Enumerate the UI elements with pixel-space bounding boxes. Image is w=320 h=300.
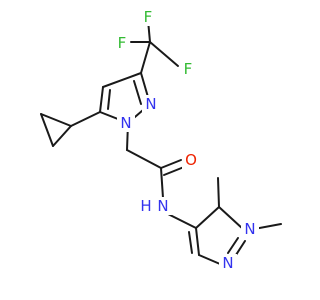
atom-fluorine-top: F [140, 8, 156, 26]
atom-label-n2: N [145, 95, 156, 113]
bond-ch2-carbonyl [126, 149, 162, 169]
bond-ring-cyclopropyl [70, 111, 101, 127]
bond-cyclopropyl-a [40, 113, 72, 127]
atom-label-nh: N [157, 197, 168, 215]
atom-label-f-left: F [118, 34, 127, 52]
atom-nitrogen-n3: N [241, 220, 259, 238]
atom-label-f-right: F [184, 60, 193, 78]
bond-cyclopropyl-b [52, 125, 72, 147]
bond-lower-c3-n2 [198, 254, 221, 265]
atom-amide-nitrogen: N [154, 197, 172, 215]
bond-lower-c4-c3-double [188, 231, 193, 254]
atom-label-o: O [185, 151, 197, 169]
bond-pyrazole-c3-c4 [102, 72, 142, 88]
atom-label-n3: N [244, 220, 255, 238]
bond-lower-c4-c5 [195, 206, 220, 229]
bond-carbonyl-o [160, 159, 182, 169]
bond-c5-methyl [217, 177, 220, 208]
atom-amide-hydrogen: H [138, 197, 154, 215]
bond-cyclopropyl-c [40, 113, 54, 147]
atom-label-n4: N [222, 254, 233, 272]
bond-lower-n1-c5 [218, 206, 244, 230]
atom-label-n1: N [120, 114, 131, 132]
atom-fluorine-right: F [180, 60, 196, 78]
atom-label-f-top: F [144, 8, 153, 26]
bond-lower-c4-c3 [195, 227, 200, 256]
bond-cf3-ring [140, 41, 151, 74]
bond-lower-n2-n1-double [227, 237, 239, 254]
bond-pyrazole-c5-c4 [99, 86, 104, 113]
atom-nitrogen-n1: N [117, 114, 135, 132]
bond-pyrazole-c3-n2-double [133, 80, 142, 105]
atom-label-layer: F F F N N O N H [114, 8, 259, 272]
bond-pyrazole-c5-c4-double [107, 89, 111, 110]
bond-layer [40, 19, 282, 265]
molecule-structure: F F F N N O N H [40, 8, 282, 272]
atom-nitrogen-n2: N [142, 95, 160, 113]
bond-nh-ring [165, 212, 197, 229]
atom-oxygen: O [182, 151, 200, 169]
bond-c-f-right [149, 41, 179, 67]
bond-carbonyl-o-double [163, 166, 185, 176]
bond-carbonyl-nh [160, 167, 164, 199]
atom-fluorine-left: F [114, 34, 130, 52]
atom-nitrogen-n4: N [219, 254, 237, 272]
atom-label-h: H [140, 197, 151, 215]
